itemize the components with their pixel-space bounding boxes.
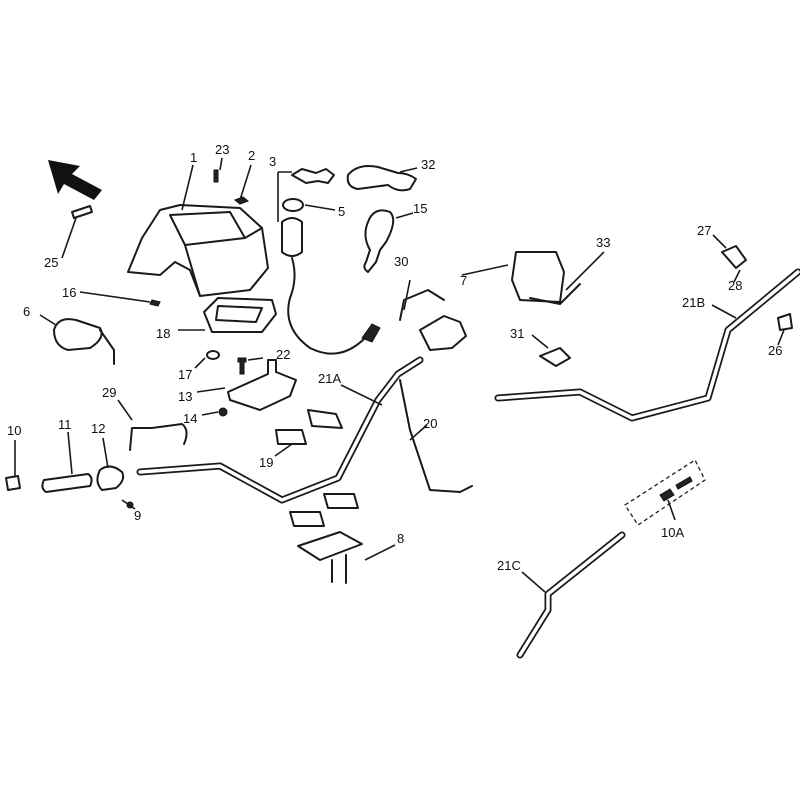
nut-2 [234,196,249,205]
nut-14 [218,407,228,417]
headlight-housing [127,204,269,297]
lever-33 [511,251,565,303]
cable-30 [399,289,445,321]
bracket-13 [227,359,297,411]
clip-26 [777,313,793,331]
callout-21A: 21A [318,371,341,386]
callout-2: 2 [248,148,255,163]
ignition-switch [281,168,381,355]
callout-20: 20 [423,416,437,431]
callout-8: 8 [397,531,404,546]
plate-8 [297,531,363,561]
callout-16: 16 [62,285,76,300]
clamp-8a [289,511,325,527]
callout-21C: 21C [497,558,521,573]
guide-29 [129,423,188,451]
callout-15: 15 [413,201,427,216]
callout-32: 32 [421,157,435,172]
mirror-15 [363,209,395,273]
cap-32 [346,165,417,192]
clamp-19b [307,409,343,429]
fitting-31 [539,347,571,367]
mirror-6 [53,318,103,351]
callout-26: 26 [768,343,782,358]
callout-25: 25 [44,255,58,270]
callout-31: 31 [510,326,524,341]
callout-22: 22 [276,347,290,362]
callout-5: 5 [338,204,345,219]
callout-33: 33 [596,235,610,250]
callout-19: 19 [259,455,273,470]
switch-7 [419,315,467,351]
tag-25 [71,205,93,219]
callout-17: 17 [178,367,192,382]
leader-lines [14,157,785,593]
bolt-22 [237,357,247,375]
screw-23 [213,169,219,183]
callout-labels: 1 23 2 3 5 32 15 25 16 6 18 17 22 13 14 … [7,142,782,573]
callout-1: 1 [190,150,197,165]
callout-6: 6 [23,304,30,319]
callout-23: 23 [215,142,229,157]
cable-20 [399,379,473,493]
callout-11: 11 [58,417,72,432]
clamp-19a [275,429,307,445]
handlebar-21A [136,356,424,504]
clamp-8b [323,493,359,509]
callout-7: 7 [460,273,467,288]
callout-27: 27 [697,223,711,238]
bolt-16 [149,299,161,307]
callout-10A: 10A [661,525,684,540]
kit-10A [624,459,706,526]
callout-18: 18 [156,326,170,341]
bar-end-10 [5,475,21,491]
callout-12: 12 [91,421,105,436]
callout-30: 30 [394,254,408,269]
speedometer-18 [203,297,277,333]
callout-13: 13 [178,389,192,404]
callout-10: 10 [7,423,21,438]
callout-14: 14 [183,411,197,426]
bracket-27 [721,245,747,269]
handlebar-21C [516,531,626,659]
grommet-17 [206,350,220,360]
grip-11 [41,473,93,493]
callout-3: 3 [269,154,276,169]
callout-29: 29 [102,385,116,400]
callout-21B: 21B [682,295,705,310]
callout-9: 9 [134,508,141,523]
handlebar-21B [494,268,800,422]
front-arrow-icon [48,160,102,200]
throttle-12 [96,465,125,491]
callout-28: 28 [728,278,742,293]
